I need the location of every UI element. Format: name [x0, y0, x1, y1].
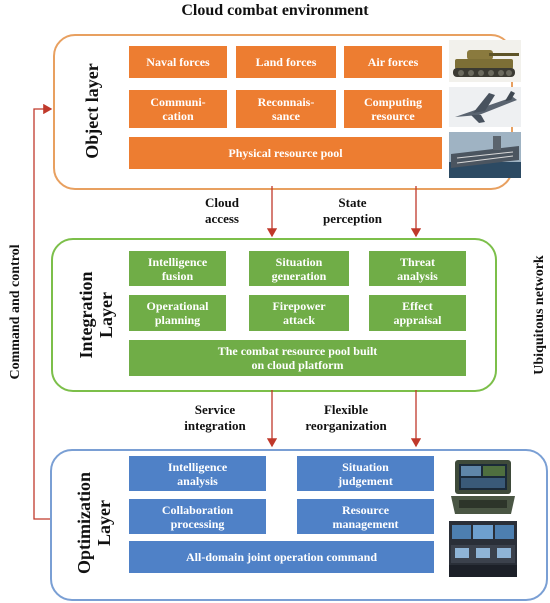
- situation-generation-box: Situation generation: [249, 251, 349, 286]
- fighter-jet-image: [449, 87, 521, 127]
- effect-appraisal-box: Effect appraisal: [369, 295, 466, 331]
- aircraft-carrier-image: [449, 132, 521, 178]
- collaboration-processing-box: Collaboration processing: [129, 499, 266, 534]
- combat-resource-pool-box: The combat resource pool built on cloud …: [129, 340, 466, 376]
- land-forces-box: Land forces: [236, 46, 336, 78]
- command-console-image: [449, 521, 517, 577]
- state-perception-label: State perception: [323, 195, 382, 226]
- air-forces-box: Air forces: [344, 46, 442, 78]
- physical-resource-pool-box: Physical resource pool: [129, 137, 442, 169]
- naval-forces-box: Naval forces: [129, 46, 227, 78]
- intelligence-fusion-box: Intelligence fusion: [129, 251, 226, 286]
- communication-box: Communi- cation: [129, 90, 227, 128]
- joint-operation-command-box: All-domain joint operation command: [129, 541, 434, 573]
- situation-judgement-box: Situation judgement: [297, 456, 434, 491]
- computing-resource-box: Computing resource: [344, 90, 442, 128]
- diagram-title: Cloud combat environment: [181, 2, 369, 19]
- intelligence-analysis-box: Intelligence analysis: [129, 456, 266, 491]
- flexible-reorganization-label: Flexible reorganization: [305, 402, 387, 433]
- cloud-access-label: Cloud access: [205, 195, 239, 226]
- resource-management-box: Resource management: [297, 499, 434, 534]
- command-and-control-arrow: [33, 103, 53, 520]
- firepower-attack-box: Firepower attack: [249, 295, 349, 331]
- operational-planning-box: Operational planning: [129, 295, 226, 331]
- tank-image: [449, 40, 521, 82]
- rugged-laptop-image: [449, 458, 517, 516]
- reconnaissance-box: Reconnais- sance: [236, 90, 336, 128]
- threat-analysis-box: Threat analysis: [369, 251, 466, 286]
- service-integration-label: Service integration: [184, 402, 246, 433]
